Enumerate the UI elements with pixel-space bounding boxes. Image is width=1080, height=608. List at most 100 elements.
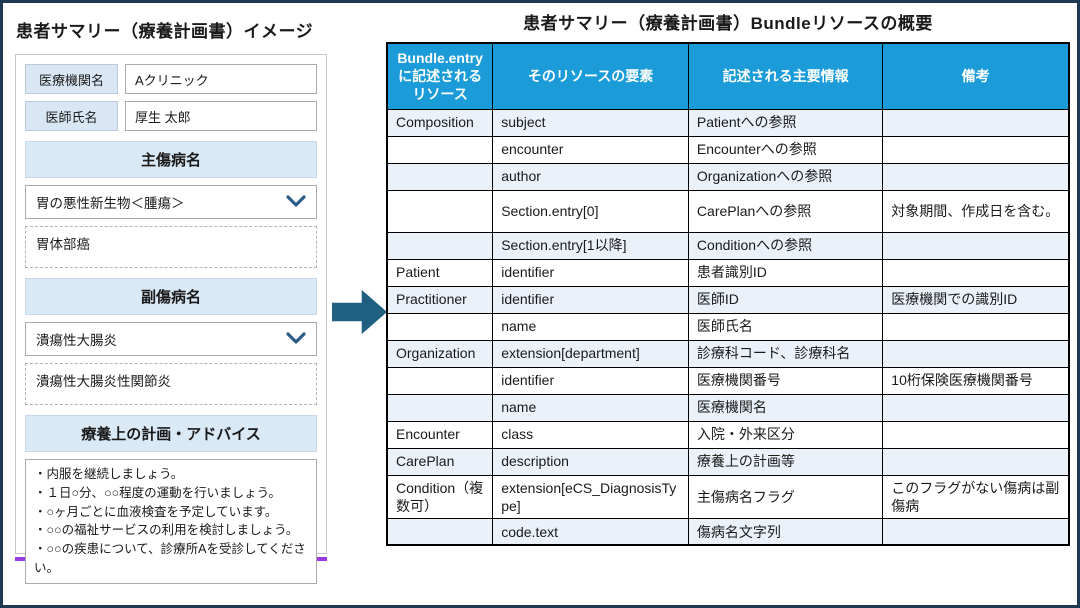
table-cell: 医師氏名 [687, 312, 884, 341]
table-cell [386, 189, 494, 233]
advice-line: ・内服を継続しましょう。 [34, 467, 184, 481]
table-cell [882, 312, 1070, 341]
table-cell: 10桁保険医療機関番号 [882, 366, 1070, 395]
table-cell [882, 258, 1070, 287]
table-cell: 医師ID [687, 285, 884, 314]
table-cell [882, 135, 1070, 164]
care-plan-header: 療養上の計画・アドバイス [25, 415, 317, 452]
table-cell [386, 366, 494, 395]
table-cell: extension[department] [492, 339, 689, 368]
advice-line: ・○ヶ月ごとに血液検査を予定しています。 [34, 504, 278, 519]
table-cell: Organizationへの参照 [687, 162, 884, 191]
arrow-right-icon [332, 289, 387, 335]
field-row-institution: 医療機関名 Aクリニック [25, 64, 317, 94]
secondary-disease-select[interactable]: 潰瘍性大腸炎 [25, 322, 317, 356]
table-cell [882, 393, 1070, 422]
institution-name-label: 医療機関名 [25, 64, 118, 94]
table-cell: identifier [492, 366, 689, 395]
col-header-remarks: 備考 [882, 42, 1070, 110]
table-cell [882, 517, 1070, 546]
left-panel-title: 患者サマリー（療養計画書）イメージ [16, 22, 314, 41]
patient-summary-panel: 患者サマリー（療養計画書）イメージ 医療機関名 Aクリニック 医師氏名 厚生 太… [15, 11, 327, 584]
table-cell: description [492, 447, 689, 476]
care-plan-advice-field[interactable]: ・内服を継続しましょう。 ・１日○分、○○程度の運動を行いましょう。 ・○ヶ月ご… [25, 459, 317, 584]
col-header-element: そのリソースの要素 [492, 42, 689, 110]
table-cell: code.text [492, 517, 689, 546]
primary-disease-detail-field[interactable]: 胃体部癌 [25, 226, 317, 268]
table-row: Section.entry[1以降]Conditionへの参照 [386, 231, 1070, 260]
table-cell: Organization [386, 339, 494, 368]
institution-name-field[interactable]: Aクリニック [125, 64, 317, 94]
table-cell [386, 135, 494, 164]
advice-line: ・○○の福祉サービスの利用を検討しましょう。 [34, 523, 299, 538]
chevron-down-icon [286, 194, 306, 210]
doctor-name-label: 医師氏名 [25, 101, 118, 131]
doctor-name-field[interactable]: 厚生 太郎 [125, 101, 317, 131]
chevron-down-icon [286, 331, 306, 347]
table-cell: 医療機関番号 [687, 366, 884, 395]
table-cell: identifier [492, 258, 689, 287]
table-cell: CarePlanへの参照 [687, 189, 884, 233]
advice-line: ・１日○分、○○程度の運動を行いましょう。 [34, 485, 281, 500]
table-cell: 患者識別ID [687, 258, 884, 287]
table-row: Section.entry[0]CarePlanへの参照対象期間、作成日を含む。 [386, 189, 1070, 233]
primary-disease-header: 主傷病名 [25, 141, 317, 178]
table-row: Condition（複数可）extension[eCS_DiagnosisTyp… [386, 474, 1070, 519]
table-cell [882, 162, 1070, 191]
col-header-main-info: 記述される主要情報 [687, 42, 884, 110]
table-cell: 傷病名文字列 [687, 517, 884, 546]
table-cell: CarePlan [386, 447, 494, 476]
patient-summary-form: 医療機関名 Aクリニック 医師氏名 厚生 太郎 主傷病名 胃の悪性新生物＜腫瘍＞… [15, 54, 327, 584]
table-cell: 療養上の計画等 [687, 447, 884, 476]
table-cell [386, 517, 494, 546]
table-cell [882, 231, 1070, 260]
table-cell: Patient [386, 258, 494, 287]
table-cell: Practitioner [386, 285, 494, 314]
table-cell: 診療科コード、診療科名 [687, 339, 884, 368]
table-cell: Encounterへの参照 [687, 135, 884, 164]
table-cell [882, 447, 1070, 476]
table-cell: Composition [386, 108, 494, 137]
table-cell: 対象期間、作成日を含む。 [882, 189, 1070, 233]
table-cell: Patientへの参照 [687, 108, 884, 137]
table-cell: name [492, 312, 689, 341]
secondary-disease-detail-field[interactable]: 潰瘍性大腸炎性関節炎 [25, 363, 317, 405]
table-cell: identifier [492, 285, 689, 314]
secondary-disease-value: 潰瘍性大腸炎 [36, 333, 117, 348]
table-cell: Encounter [386, 420, 494, 449]
table-cell [882, 420, 1070, 449]
col-header-resource: Bundle.entry に記述される リソース [386, 42, 494, 110]
table-cell: 主傷病名フラグ [687, 474, 884, 519]
field-row-doctor: 医師氏名 厚生 太郎 [25, 101, 317, 131]
table-cell: subject [492, 108, 689, 137]
primary-disease-select[interactable]: 胃の悪性新生物＜腫瘍＞ [25, 185, 317, 219]
table-header-row: Bundle.entry に記述される リソース そのリソースの要素 記述される… [386, 42, 1070, 110]
table-cell: author [492, 162, 689, 191]
table-cell: encounter [492, 135, 689, 164]
table-cell [882, 339, 1070, 368]
table-cell: class [492, 420, 689, 449]
table-cell: 医療機関での識別ID [882, 285, 1070, 314]
right-panel-title: 患者サマリー（療養計画書）Bundleリソースの概要 [523, 14, 933, 33]
secondary-disease-header: 副傷病名 [25, 278, 317, 315]
bundle-resource-table: Bundle.entry に記述される リソース そのリソースの要素 記述される… [386, 42, 1070, 547]
table-cell: Section.entry[1以降] [492, 231, 689, 260]
table-cell: Condition（複数可） [386, 474, 494, 519]
table-cell: Conditionへの参照 [687, 231, 884, 260]
table-cell [386, 393, 494, 422]
table-cell: name [492, 393, 689, 422]
table-cell: このフラグがない傷病は副傷病 [882, 474, 1070, 519]
